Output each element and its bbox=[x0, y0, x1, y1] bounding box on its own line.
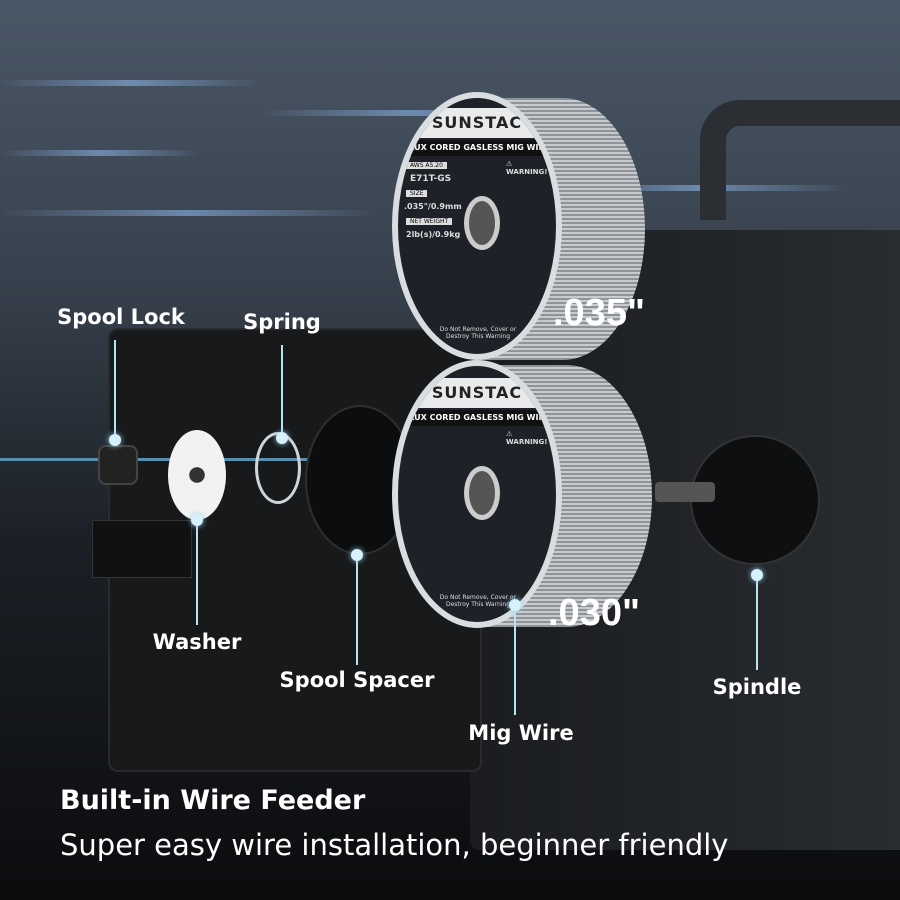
spool-title: FLUX CORED GASLESS MIG WIRE bbox=[398, 410, 556, 426]
subheadline: Super easy wire installation, beginner f… bbox=[60, 828, 729, 862]
aws-label: AWS A5.20 bbox=[406, 162, 447, 169]
size-value: .035"/0.9mm bbox=[404, 202, 462, 211]
size-label: SIZE bbox=[406, 190, 428, 197]
callout-dot bbox=[351, 549, 363, 561]
warning-footer: Do Not Remove, Cover or Destroy This War… bbox=[439, 594, 517, 608]
spool-030: SUNSTAC FLUX CORED GASLESS MIG WIRE ⚠ WA… bbox=[392, 360, 562, 628]
headline: Built-in Wire Feeder bbox=[60, 785, 366, 816]
callout-dot bbox=[109, 434, 121, 446]
label-spool-spacer: Spool Spacer bbox=[279, 668, 435, 692]
callout-dot bbox=[191, 514, 203, 526]
callout-line bbox=[114, 340, 116, 440]
warning-heading: ⚠ WARNING! bbox=[506, 430, 548, 446]
spindle-hub bbox=[690, 435, 820, 565]
spool-hub bbox=[464, 466, 500, 520]
spool-035: SUNSTAC FLUX CORED GASLESS MIG WIRE AWS … bbox=[392, 92, 562, 360]
motion-streak bbox=[0, 210, 380, 216]
callout-dot bbox=[751, 569, 763, 581]
machine-handle bbox=[700, 100, 900, 220]
label-spindle: Spindle bbox=[712, 675, 802, 699]
label-spring: Spring bbox=[243, 310, 321, 334]
spool-brand: SUNSTAC bbox=[398, 108, 556, 138]
label-spool-lock: Spool Lock bbox=[57, 305, 185, 329]
diameter-030: .030" bbox=[548, 592, 640, 634]
label-washer: Washer bbox=[152, 630, 242, 654]
diameter-035: .035" bbox=[553, 292, 645, 334]
callout-line bbox=[356, 555, 358, 665]
motion-streak bbox=[0, 150, 200, 156]
warning-heading: ⚠ WARNING! bbox=[506, 160, 548, 176]
callout-line bbox=[196, 520, 198, 625]
spool-brand: SUNSTAC bbox=[398, 378, 556, 408]
callout-line bbox=[756, 575, 758, 670]
weight-label: NET WEIGHT bbox=[406, 218, 453, 225]
weight-value: 2lb(s)/0.9kg bbox=[406, 230, 461, 239]
spool-hub bbox=[464, 196, 500, 250]
warning-footer: Do Not Remove, Cover or Destroy This War… bbox=[439, 326, 517, 340]
aws-value: E71T-GS bbox=[410, 174, 452, 184]
label-mig-wire: Mig Wire bbox=[468, 721, 574, 745]
spool-lock bbox=[98, 445, 138, 485]
washer bbox=[168, 430, 226, 520]
callout-dot bbox=[509, 599, 521, 611]
latch bbox=[92, 520, 192, 578]
motion-streak bbox=[0, 80, 260, 86]
callout-dot bbox=[276, 432, 288, 444]
spindle-shaft bbox=[655, 482, 715, 502]
spool-title: FLUX CORED GASLESS MIG WIRE bbox=[398, 140, 556, 156]
callout-line bbox=[514, 605, 516, 715]
callout-line bbox=[281, 345, 283, 438]
